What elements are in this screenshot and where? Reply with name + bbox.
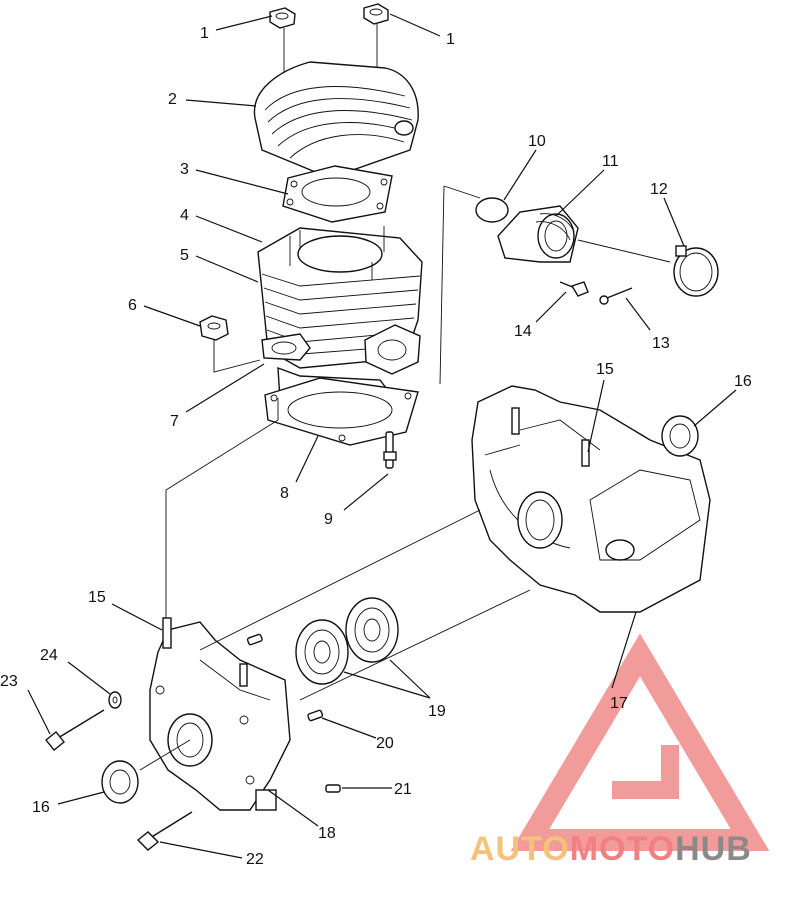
crankcase-right-half	[471, 385, 711, 613]
label-5: 5	[180, 247, 189, 264]
crank-oil-seal-right	[661, 415, 699, 457]
crankcase-left-half	[149, 617, 291, 811]
crank-bearing-inner	[295, 619, 349, 685]
part-labels: 1 1 2 3 4 5 6 7 8 9 10 11 12 13 14 15 16…	[0, 25, 752, 868]
head-gasket	[282, 165, 393, 223]
label-16-right: 16	[734, 373, 752, 390]
label-22: 22	[246, 851, 264, 868]
dowel-pin-21	[325, 784, 341, 793]
label-8: 8	[280, 485, 289, 502]
label-15-left: 15	[88, 589, 106, 606]
label-9: 9	[324, 511, 333, 528]
leader-lines	[27, 13, 737, 859]
cylinder-head	[253, 61, 419, 179]
label-4: 4	[180, 207, 189, 224]
label-6: 6	[128, 297, 137, 314]
base-gasket	[261, 333, 311, 361]
crank-bearing-outer	[345, 597, 399, 663]
label-20: 20	[376, 735, 394, 752]
hose-clamp	[673, 245, 719, 297]
label-23: 23	[0, 673, 18, 690]
label-21: 21	[394, 781, 412, 798]
cylinder-nut	[199, 315, 229, 341]
label-2: 2	[168, 91, 177, 108]
crank-oil-seal-left	[101, 760, 139, 804]
label-10: 10	[528, 133, 546, 150]
crankcase-bolt-22	[136, 811, 193, 851]
label-16-left: 16	[32, 799, 50, 816]
dowel-pin-20	[307, 709, 324, 722]
crankcase-bolt-23	[45, 709, 105, 751]
watermark-logo-icon	[510, 633, 770, 851]
label-1-right: 1	[446, 31, 455, 48]
watermark-hub: HUB	[675, 830, 752, 868]
dowel-pin-top	[246, 633, 263, 646]
cylinder-head-nut-left	[269, 7, 296, 29]
intake-adapter	[497, 205, 579, 263]
label-3: 3	[180, 161, 189, 178]
label-7: 7	[170, 413, 179, 430]
label-19: 19	[428, 703, 446, 720]
label-13: 13	[652, 335, 670, 352]
watermark-moto: MOTO	[570, 830, 675, 868]
label-18: 18	[318, 825, 336, 842]
label-14: 14	[514, 323, 532, 340]
label-1-left: 1	[200, 25, 209, 42]
label-15-right: 15	[596, 361, 614, 378]
cylinder-head-nut-right	[363, 3, 389, 25]
washer	[108, 691, 122, 709]
alignment-lines	[139, 185, 531, 771]
label-24: 24	[40, 647, 58, 664]
stud-bolt	[383, 431, 397, 469]
label-17: 17	[610, 695, 628, 712]
watermark-text: AUTOMOTOHUB	[470, 830, 752, 868]
intake-screw-short	[559, 281, 589, 297]
label-11: 11	[602, 153, 619, 170]
cylinder-base-gasket	[264, 377, 419, 446]
watermark-auto: AUTO	[470, 830, 570, 868]
label-12: 12	[650, 181, 668, 198]
o-ring	[475, 197, 509, 223]
intake-screw-long	[599, 287, 633, 305]
